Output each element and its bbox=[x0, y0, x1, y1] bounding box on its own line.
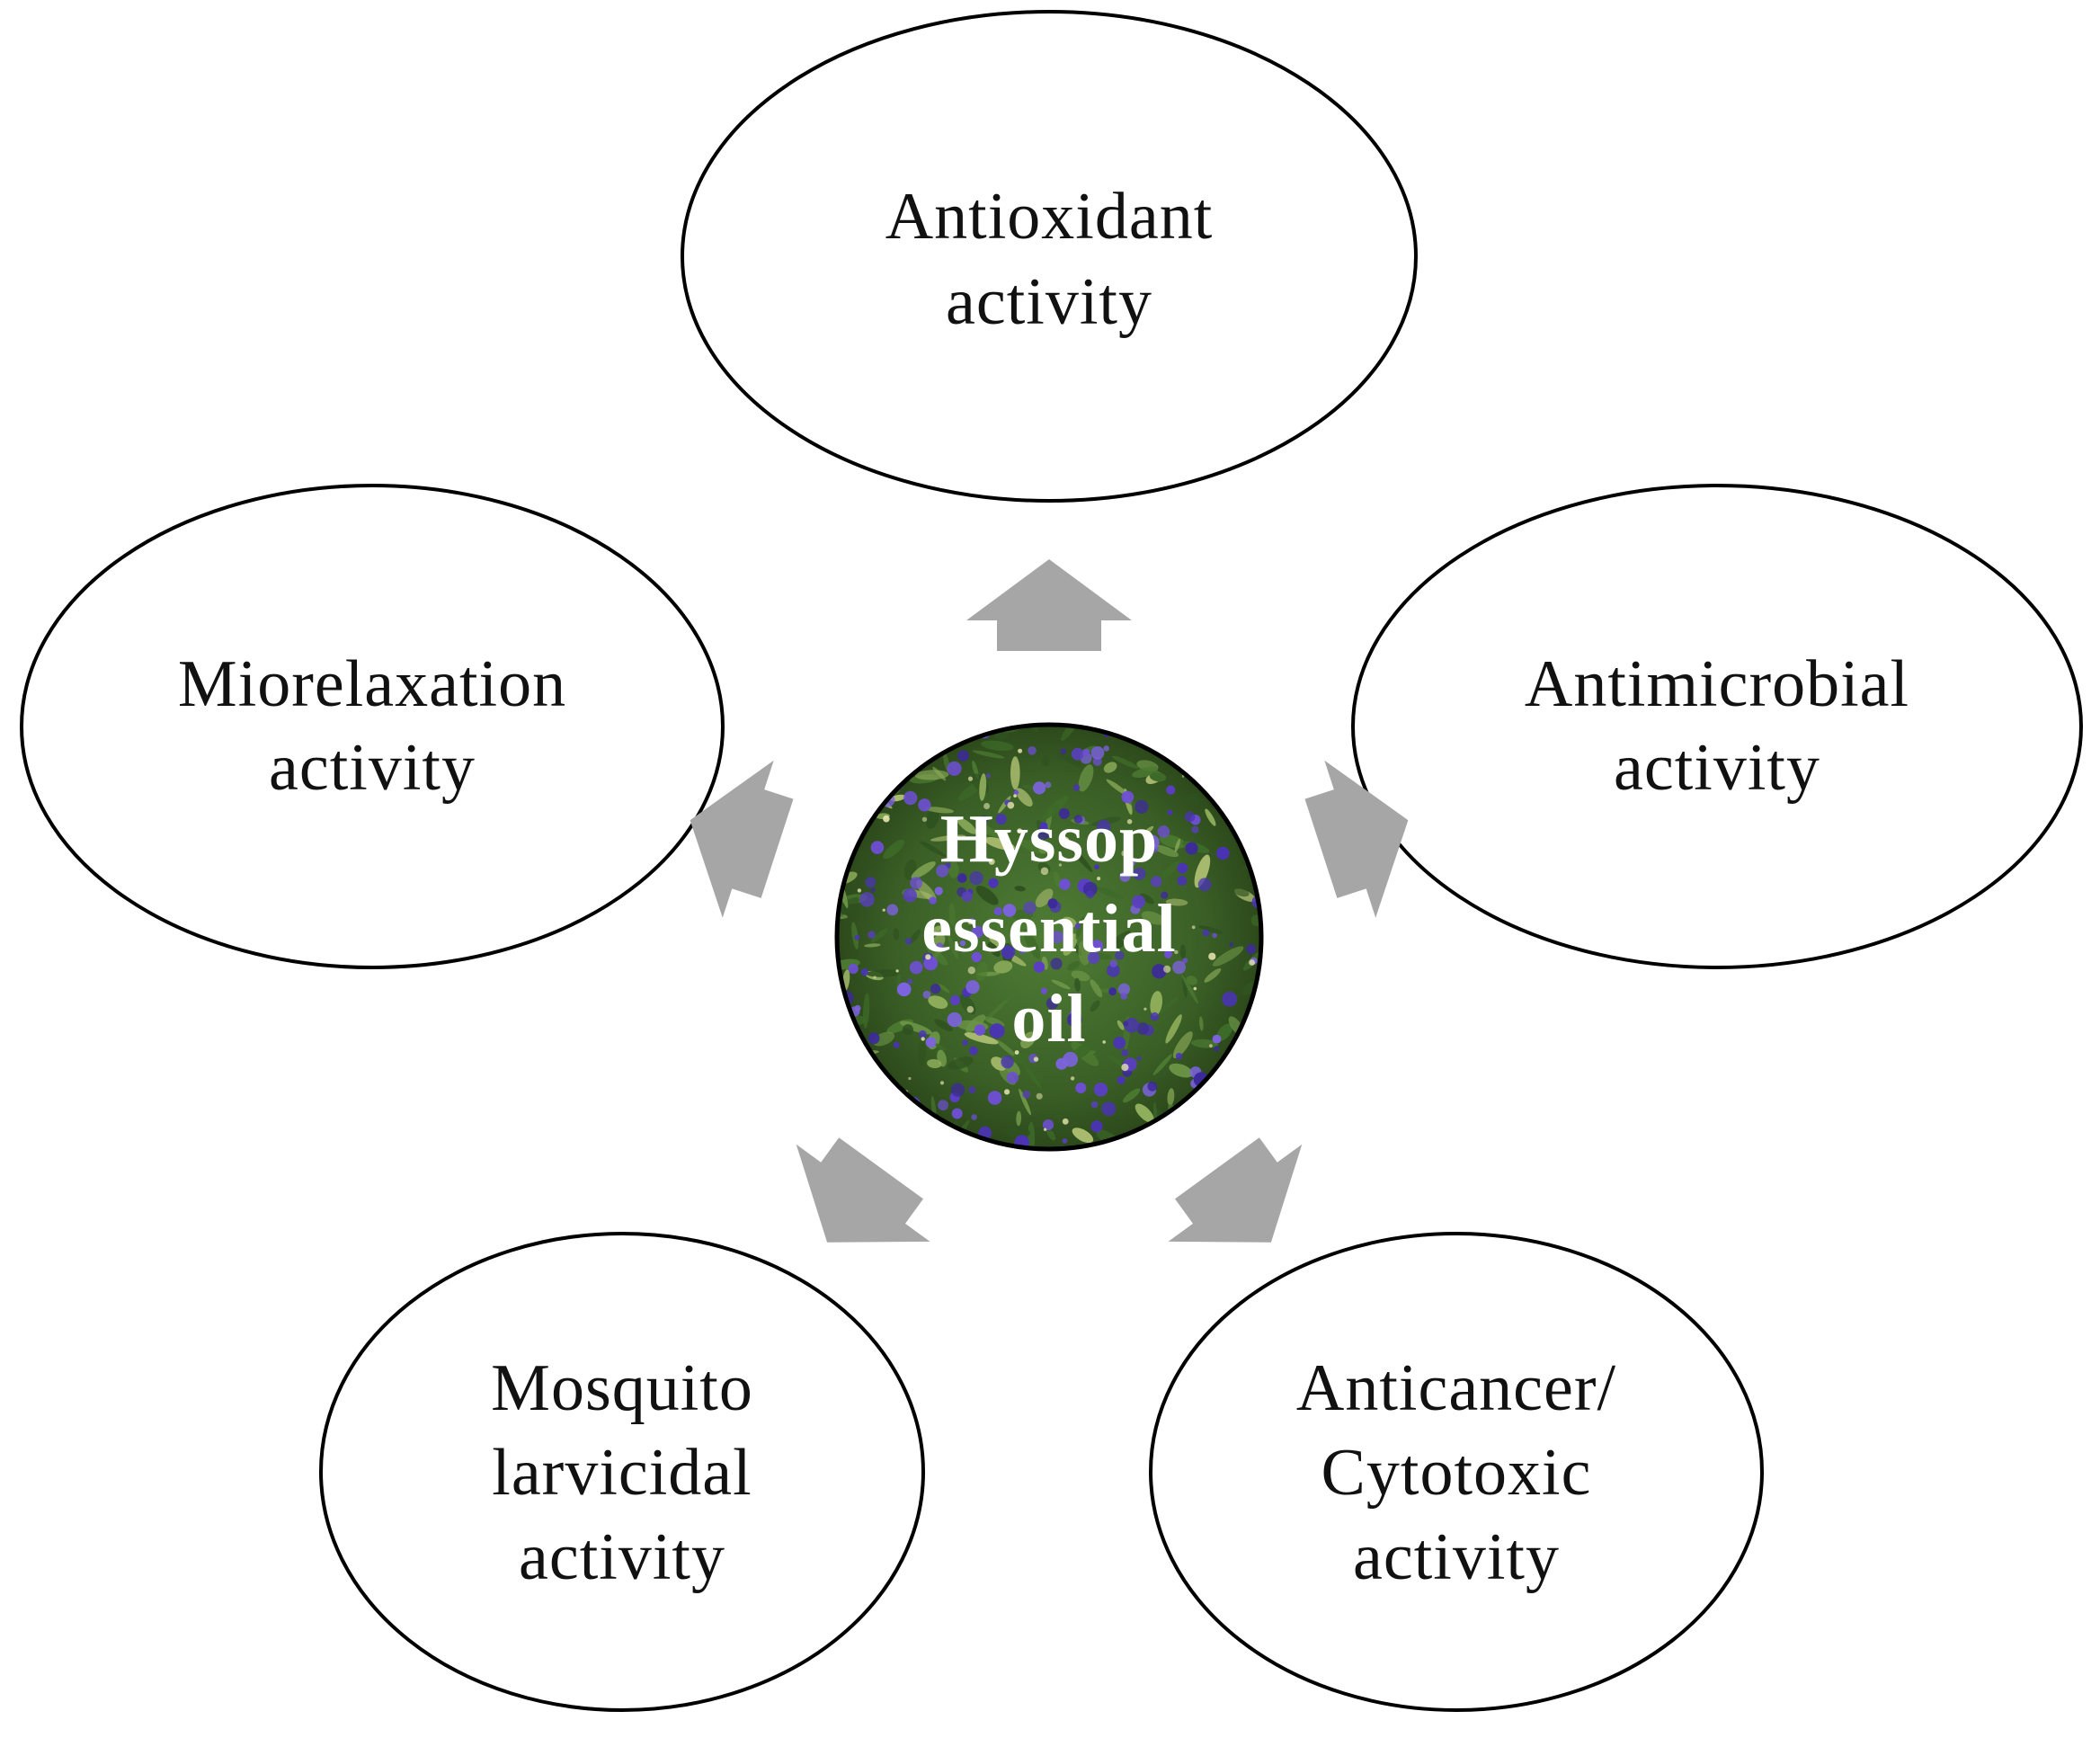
arrows bbox=[690, 559, 1409, 1243]
anticancer-line-3: activity bbox=[1353, 1520, 1560, 1594]
oval-antimicrobial: Antimicrobial activity bbox=[1351, 484, 2083, 969]
antimicrobial-line-2: activity bbox=[1614, 731, 1820, 805]
oval-anticancer: Anticancer/ Cytotoxic activity bbox=[1149, 1232, 1764, 1712]
miorelaxation-line-2: activity bbox=[269, 731, 476, 805]
arrow-miorelaxation bbox=[690, 760, 794, 918]
mosquito-line-1: Mosquito bbox=[491, 1351, 753, 1425]
arrow-anticancer bbox=[1168, 1137, 1303, 1243]
center-line-2: essential bbox=[921, 891, 1176, 967]
center-line-1: Hyssop bbox=[940, 801, 1159, 877]
oval-mosquito: Mosquito larvicidal activity bbox=[319, 1232, 925, 1712]
arrow-antioxidant bbox=[966, 559, 1132, 651]
center-line-3: oil bbox=[1011, 981, 1086, 1056]
center-title: Hyssop essential oil bbox=[921, 801, 1176, 1056]
mosquito-line-3: activity bbox=[519, 1520, 725, 1594]
oval-miorelaxation: Miorelaxation activity bbox=[20, 484, 725, 969]
mosquito-line-2: larvicidal bbox=[492, 1436, 752, 1510]
miorelaxation-line-1: Miorelaxation bbox=[178, 647, 566, 721]
arrow-mosquito bbox=[796, 1137, 930, 1243]
antioxidant-line-1: Antioxidant bbox=[885, 180, 1214, 254]
antimicrobial-line-1: Antimicrobial bbox=[1525, 647, 1909, 721]
arrow-antimicrobial bbox=[1304, 760, 1409, 918]
oval-antioxidant: Antioxidant activity bbox=[681, 10, 1418, 503]
anticancer-line-1: Anticancer/ bbox=[1296, 1351, 1616, 1425]
anticancer-line-2: Cytotoxic bbox=[1321, 1436, 1592, 1510]
antioxidant-line-2: activity bbox=[946, 265, 1152, 339]
